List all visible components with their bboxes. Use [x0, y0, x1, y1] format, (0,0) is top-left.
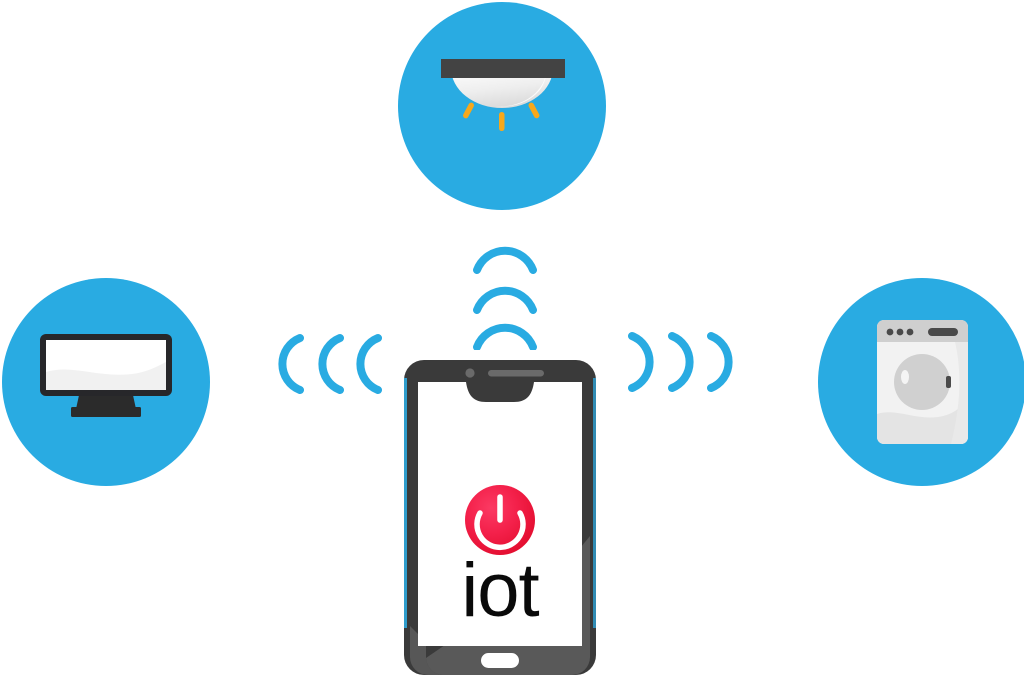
washing-machine-icon: [877, 320, 968, 444]
monitor-icon: [40, 334, 172, 417]
signal-waves-left: [272, 328, 392, 400]
device-node-lamp[interactable]: [398, 2, 606, 210]
signal-waves-right: [618, 325, 740, 399]
device-node-washing-machine[interactable]: [818, 278, 1024, 486]
device-node-television[interactable]: [2, 278, 210, 486]
lamp-icon: [441, 59, 565, 131]
smartphone-hub[interactable]: [402, 358, 598, 677]
signal-waves-up: [455, 232, 555, 350]
power-icon: [474, 494, 526, 551]
